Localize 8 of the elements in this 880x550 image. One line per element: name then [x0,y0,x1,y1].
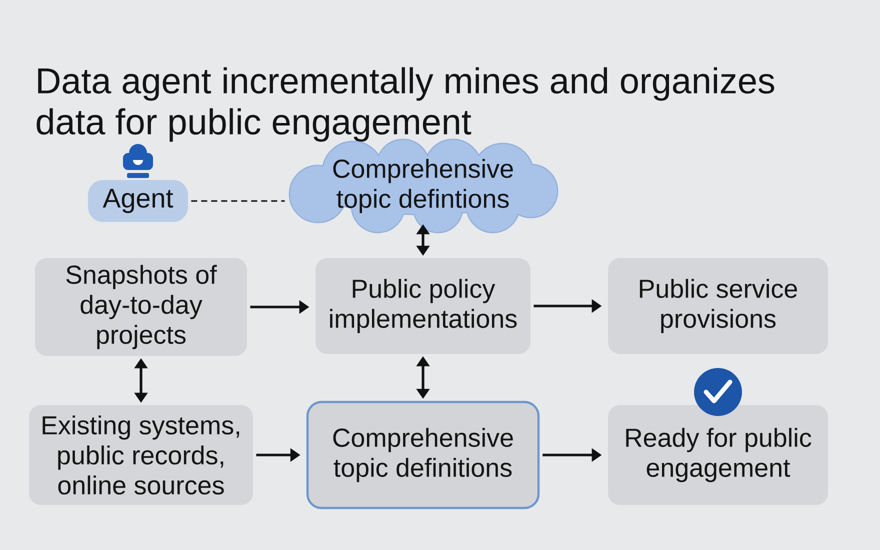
process-box: Public policy implementations [316,258,530,354]
connector-line [191,200,285,202]
process-box: Existing systems, public records, online sources [29,405,253,505]
process-box: Public service provisions [608,258,828,354]
process-box: Ready for public engagement [608,405,828,505]
highlighted-box: Comprehensive topic definitions [306,400,540,510]
agent-pill: Agent [88,180,188,222]
process-box: Snapshots of day-to-day projects [35,258,247,356]
